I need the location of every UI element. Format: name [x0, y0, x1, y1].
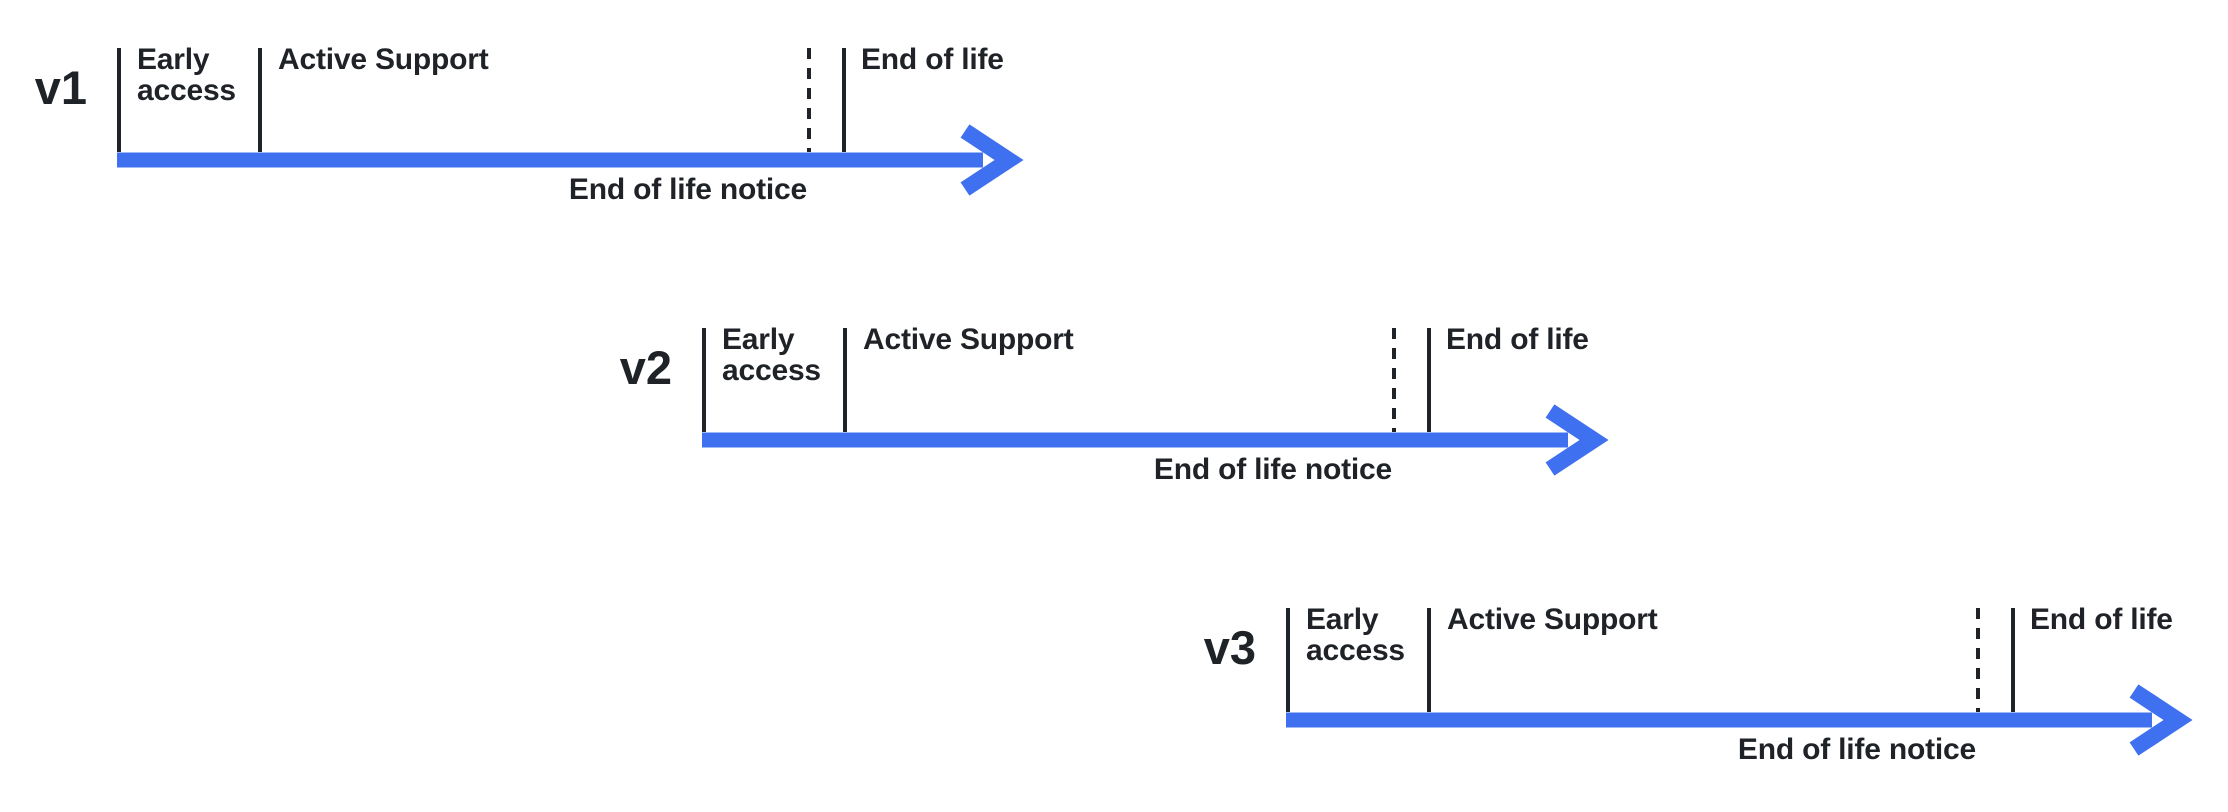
end-of-life-tick — [842, 48, 846, 152]
eol-notice-dashed-line — [807, 48, 811, 152]
eol-notice-label: End of life notice — [1737, 733, 1976, 766]
phase-label-end-of-life: End of life — [2030, 603, 2173, 636]
eol-notice-dashed-line — [1392, 328, 1396, 432]
timeline-arrow — [117, 124, 1024, 196]
timeline-arrow — [702, 404, 1609, 476]
active-support-start-tick — [1427, 608, 1431, 712]
early-access-start-tick — [117, 48, 121, 152]
phase-label-end-of-life: End of life — [1446, 323, 1589, 356]
phase-label-early-access: Early access — [1306, 603, 1405, 667]
end-of-life-tick — [2011, 608, 2015, 712]
version-label: v1 — [34, 61, 87, 114]
end-of-life-tick — [1427, 328, 1431, 432]
phase-label-active-support: Active Support — [1447, 603, 1658, 636]
timeline-v3: v3 Early access Active Support End of li… — [1204, 604, 2216, 788]
phase-label-end-of-life: End of life — [861, 43, 1004, 76]
active-support-start-tick — [258, 48, 262, 152]
timeline-v1: v1 Early access Active Support End of li… — [35, 44, 1047, 228]
phase-label-active-support: Active Support — [278, 43, 489, 76]
eol-notice-label: End of life notice — [568, 173, 807, 206]
timeline-arrow — [1286, 684, 2193, 756]
version-label: v2 — [619, 341, 672, 394]
timeline-v2: v2 Early access Active Support End of li… — [620, 324, 1632, 508]
eol-notice-dashed-line — [1976, 608, 1980, 712]
phase-label-early-access: Early access — [137, 43, 236, 107]
early-access-start-tick — [1286, 608, 1290, 712]
active-support-start-tick — [843, 328, 847, 432]
early-access-start-tick — [702, 328, 706, 432]
version-label: v3 — [1203, 621, 1256, 674]
phase-label-early-access: Early access — [722, 323, 821, 387]
eol-notice-label: End of life notice — [1153, 453, 1392, 486]
phase-label-active-support: Active Support — [863, 323, 1074, 356]
